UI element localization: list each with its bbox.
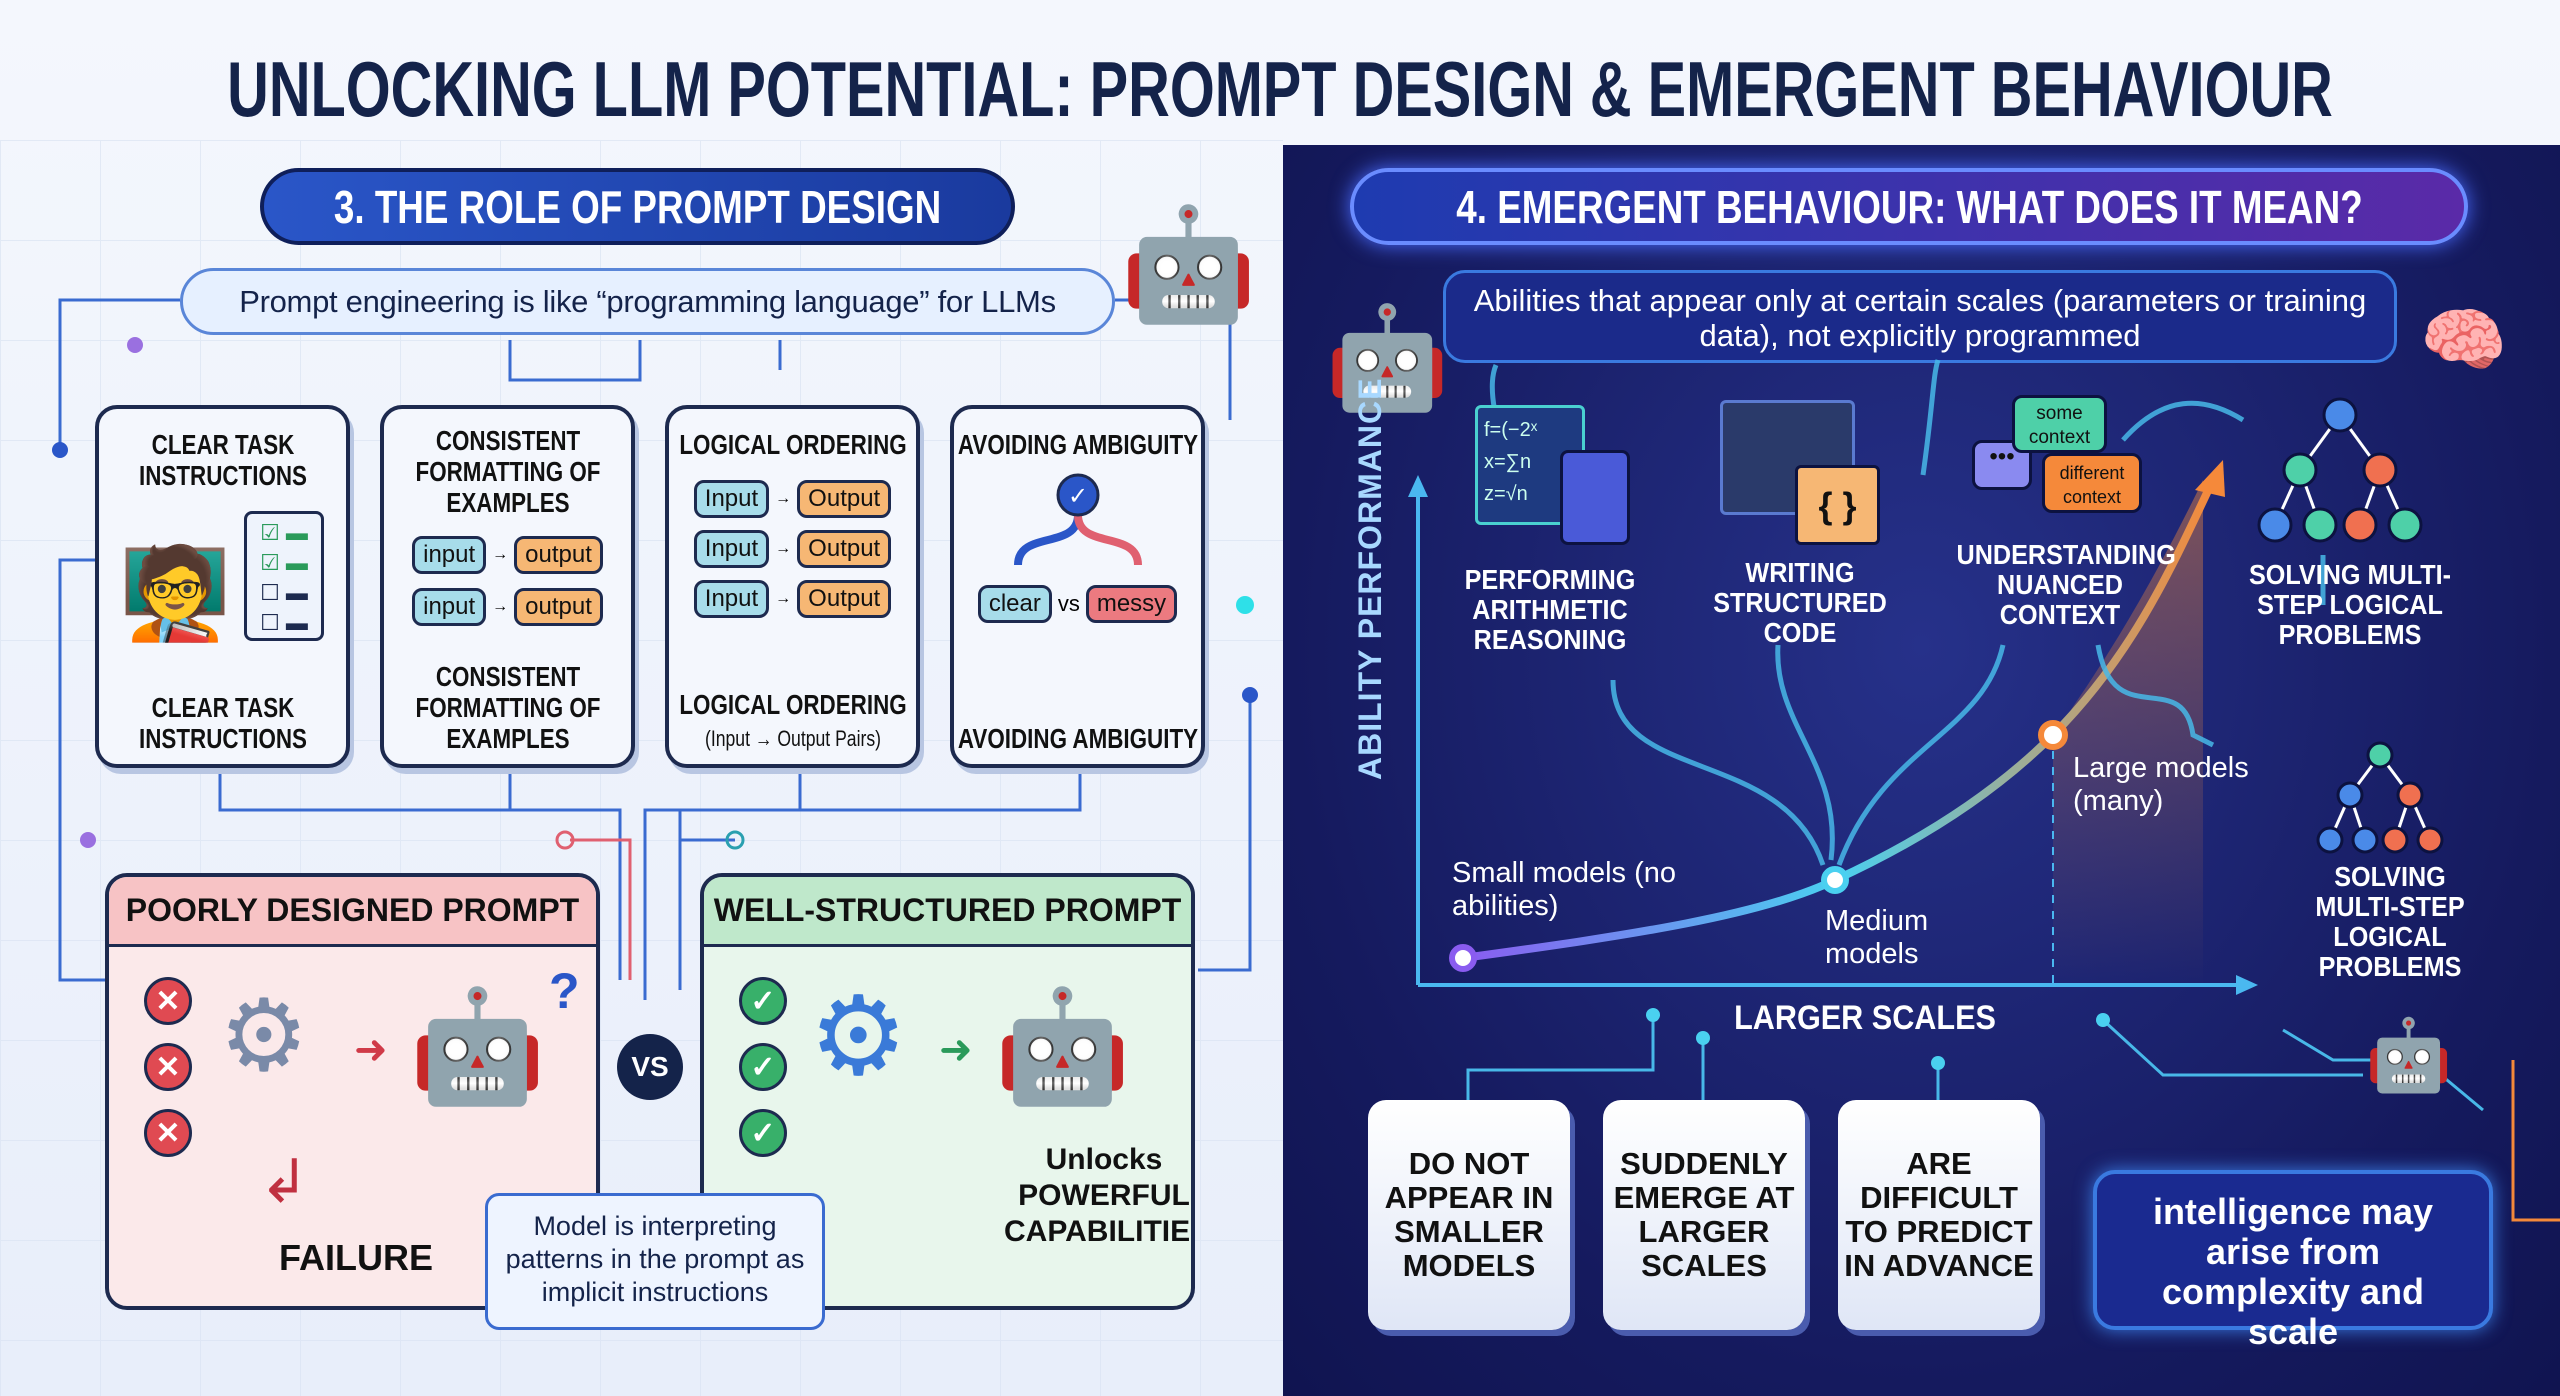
branch-check-icon: ✓ (1013, 473, 1142, 566)
vs-label: vs (1057, 591, 1080, 616)
output-tag: Output (797, 530, 892, 568)
property-box: ARE DIFFICULT TO PREDICT IN ADVANCE (1838, 1100, 2040, 1330)
ability-arithmetic: PERFORMING ARITHMETIC REASONING (1464, 564, 1636, 655)
ability-logical: SOLVING MULTI-STEP LOGICAL PROBLEMS (2248, 559, 2452, 650)
section-4-header-text: 4. EMERGENT BEHAVIOUR: WHAT DOES IT MEAN… (1455, 180, 2363, 233)
check-icon: ✓ (739, 1043, 787, 1091)
gears-icon: ⚙ (219, 980, 309, 1092)
confused-robot-icon: 🤖 (409, 985, 546, 1108)
question-mark: ? (549, 963, 580, 1019)
chat-bubbles-icon: ••• some context different context (1972, 395, 2142, 545)
vs-badge: VS (617, 1034, 683, 1100)
powerful-capabilities-label: POWERFUL CAPABILITIES (1004, 1179, 1195, 1248)
arrow-icon: → (775, 590, 792, 607)
card-logical-ordering: LOGICAL ORDERING Input → Output Input → Outp… (665, 405, 920, 768)
bottom-connectors (1466, 1008, 2560, 1222)
property-box: DO NOT APPEAR IN SMALLER MODELS (1368, 1100, 1570, 1330)
robot-icon: 🤖 (1325, 302, 1450, 414)
x-icon: ✕ (144, 1109, 192, 1157)
x-axis-label: LARGER SCALES (1734, 999, 1996, 1037)
card-caption: CLEAR TASK INSTRUCTIONS (138, 692, 307, 754)
panel-title: WELL-STRUCTURED PROMPT (704, 877, 1191, 947)
point-medium (1821, 866, 1849, 894)
card-caption: AVOIDING AMBIGUITY (957, 723, 1198, 754)
robot-icon: 🤖 (2365, 1016, 2453, 1094)
some-context-bubble: some context (2012, 395, 2107, 453)
ability-curve (1462, 478, 2217, 962)
svg-text:✓: ✓ (1067, 483, 1087, 510)
brain-icon: 🧠 (2420, 301, 2508, 379)
output-tag: output (514, 588, 603, 626)
clear-tag: clear (977, 585, 1052, 623)
panel-title: POORLY DESIGNED PROMPT (109, 877, 596, 947)
input-tag: Input (693, 580, 770, 618)
calculator-math-icon: f=(−2ˣ x=∑n z=√n (1475, 395, 1635, 545)
check-icon: ✓ (739, 977, 787, 1025)
section-3-header: 3. THE ROLE OF PROMPT DESIGN (260, 168, 1015, 245)
section-3-subtitle: Prompt engineering is like “programming … (180, 268, 1115, 335)
formula: z=√n (1484, 483, 1528, 505)
card-clear-task-instructions: CLEAR TASK INSTRUCTIONS 🧑‍🏫 ☑ ▬☑ ▬☐ ▬☐ ▬… (95, 405, 350, 768)
area-under-curve (2053, 480, 2203, 985)
input-tag: input (412, 536, 487, 574)
unlocks-label: Unlocks (1045, 1143, 1163, 1176)
small-models-label: Small models (no abilities) (1452, 857, 1677, 922)
different-context-bubble: different context (2042, 453, 2142, 513)
decision-tree-small-icon (2315, 740, 2445, 860)
card-consistent-formatting: CONSISTENT FORMATTING OF EXAMPLES input →… (380, 405, 635, 768)
check-icon: ✓ (739, 1109, 787, 1157)
down-curve-arrow-icon: ↲ (259, 1148, 310, 1215)
happy-robot-icon: 🤖 (994, 985, 1131, 1108)
code-window-icon: { } (1720, 400, 1880, 550)
conclusion-box: intelligence may arise from complexity a… (2093, 1170, 2493, 1352)
section-4-subtitle: Abilities that appear only at certain sc… (1443, 270, 2397, 363)
card-title: AVOIDING AMBIGUITY (957, 429, 1198, 460)
gears-icon: ⚙ (809, 975, 908, 1098)
output-tag: output (514, 536, 603, 574)
failure-label: FAILURE (279, 1237, 434, 1278)
decision-tree-icon (2250, 390, 2430, 550)
point-small (1449, 944, 1477, 972)
arrow-icon: → (492, 546, 509, 563)
input-tag: Input (693, 480, 770, 518)
ability-code: WRITING STRUCTURED CODE (1713, 557, 1887, 648)
formula: x=∑n (1484, 451, 1532, 473)
well-structured-prompt-panel: WELL-STRUCTURED PROMPT ✓ ✓ ✓ ⚙ ➜ 🤖 Unloc… (700, 873, 1195, 1310)
x-icon: ✕ (144, 977, 192, 1025)
connector-lines (52, 298, 1258, 1000)
formula: f=(−2ˣ (1484, 419, 1538, 441)
note-box: Model is interpreting patterns in the pr… (485, 1193, 825, 1330)
card-caption: LOGICAL ORDERING (678, 689, 907, 720)
card-caption-sub: (Input → Output Pairs) (704, 726, 881, 751)
input-tag: input (412, 588, 487, 626)
megaphone-checklist-icon: 🧑‍🏫 ☑ ▬☑ ▬☐ ▬☐ ▬ (99, 501, 346, 701)
arrow-icon: → (492, 598, 509, 615)
section-3-header-text: 3. THE ROLE OF PROMPT DESIGN (333, 180, 942, 233)
arrow-right-icon: ➜ (354, 1028, 388, 1072)
y-axis-label: ABILITY PERFORMANCE (1352, 377, 1388, 780)
property-box: SUDDENLY EMERGE AT LARGER SCALES (1603, 1100, 1805, 1330)
ability-logical-2: SOLVING MULTI-STEP LOGICAL PROBLEMS (2315, 861, 2465, 982)
input-tag: Input (693, 530, 770, 568)
card-title: CONSISTENT FORMATTING OF EXAMPLES (415, 425, 600, 518)
page-title: UNLOCKING LLM POTENTIAL: PROMPT DESIGN &… (227, 45, 2333, 133)
large-models-label: Large models (many) (2073, 752, 2249, 817)
ability-context: UNDERSTANDING NUANCED CONTEXT (1956, 539, 2176, 630)
arrow-icon: → (775, 490, 792, 507)
output-tag: Output (797, 580, 892, 618)
card-title: CLEAR TASK INSTRUCTIONS (138, 429, 307, 491)
card-caption: CONSISTENT FORMATTING OF EXAMPLES (415, 661, 600, 754)
card-title: LOGICAL ORDERING (678, 429, 907, 460)
braces-label: { } (1795, 465, 1880, 545)
arrow-right-icon: ➜ (939, 1028, 973, 1072)
arrow-icon: → (775, 540, 792, 557)
x-icon: ✕ (144, 1043, 192, 1091)
medium-models-label: Medium models (1825, 905, 1929, 970)
messy-tag: messy (1085, 585, 1178, 623)
robot-icon: 🤖 (1120, 203, 1257, 326)
point-large (2038, 720, 2068, 750)
output-tag: Output (797, 480, 892, 518)
section-4-header: 4. EMERGENT BEHAVIOUR: WHAT DOES IT MEAN… (1350, 168, 2468, 245)
